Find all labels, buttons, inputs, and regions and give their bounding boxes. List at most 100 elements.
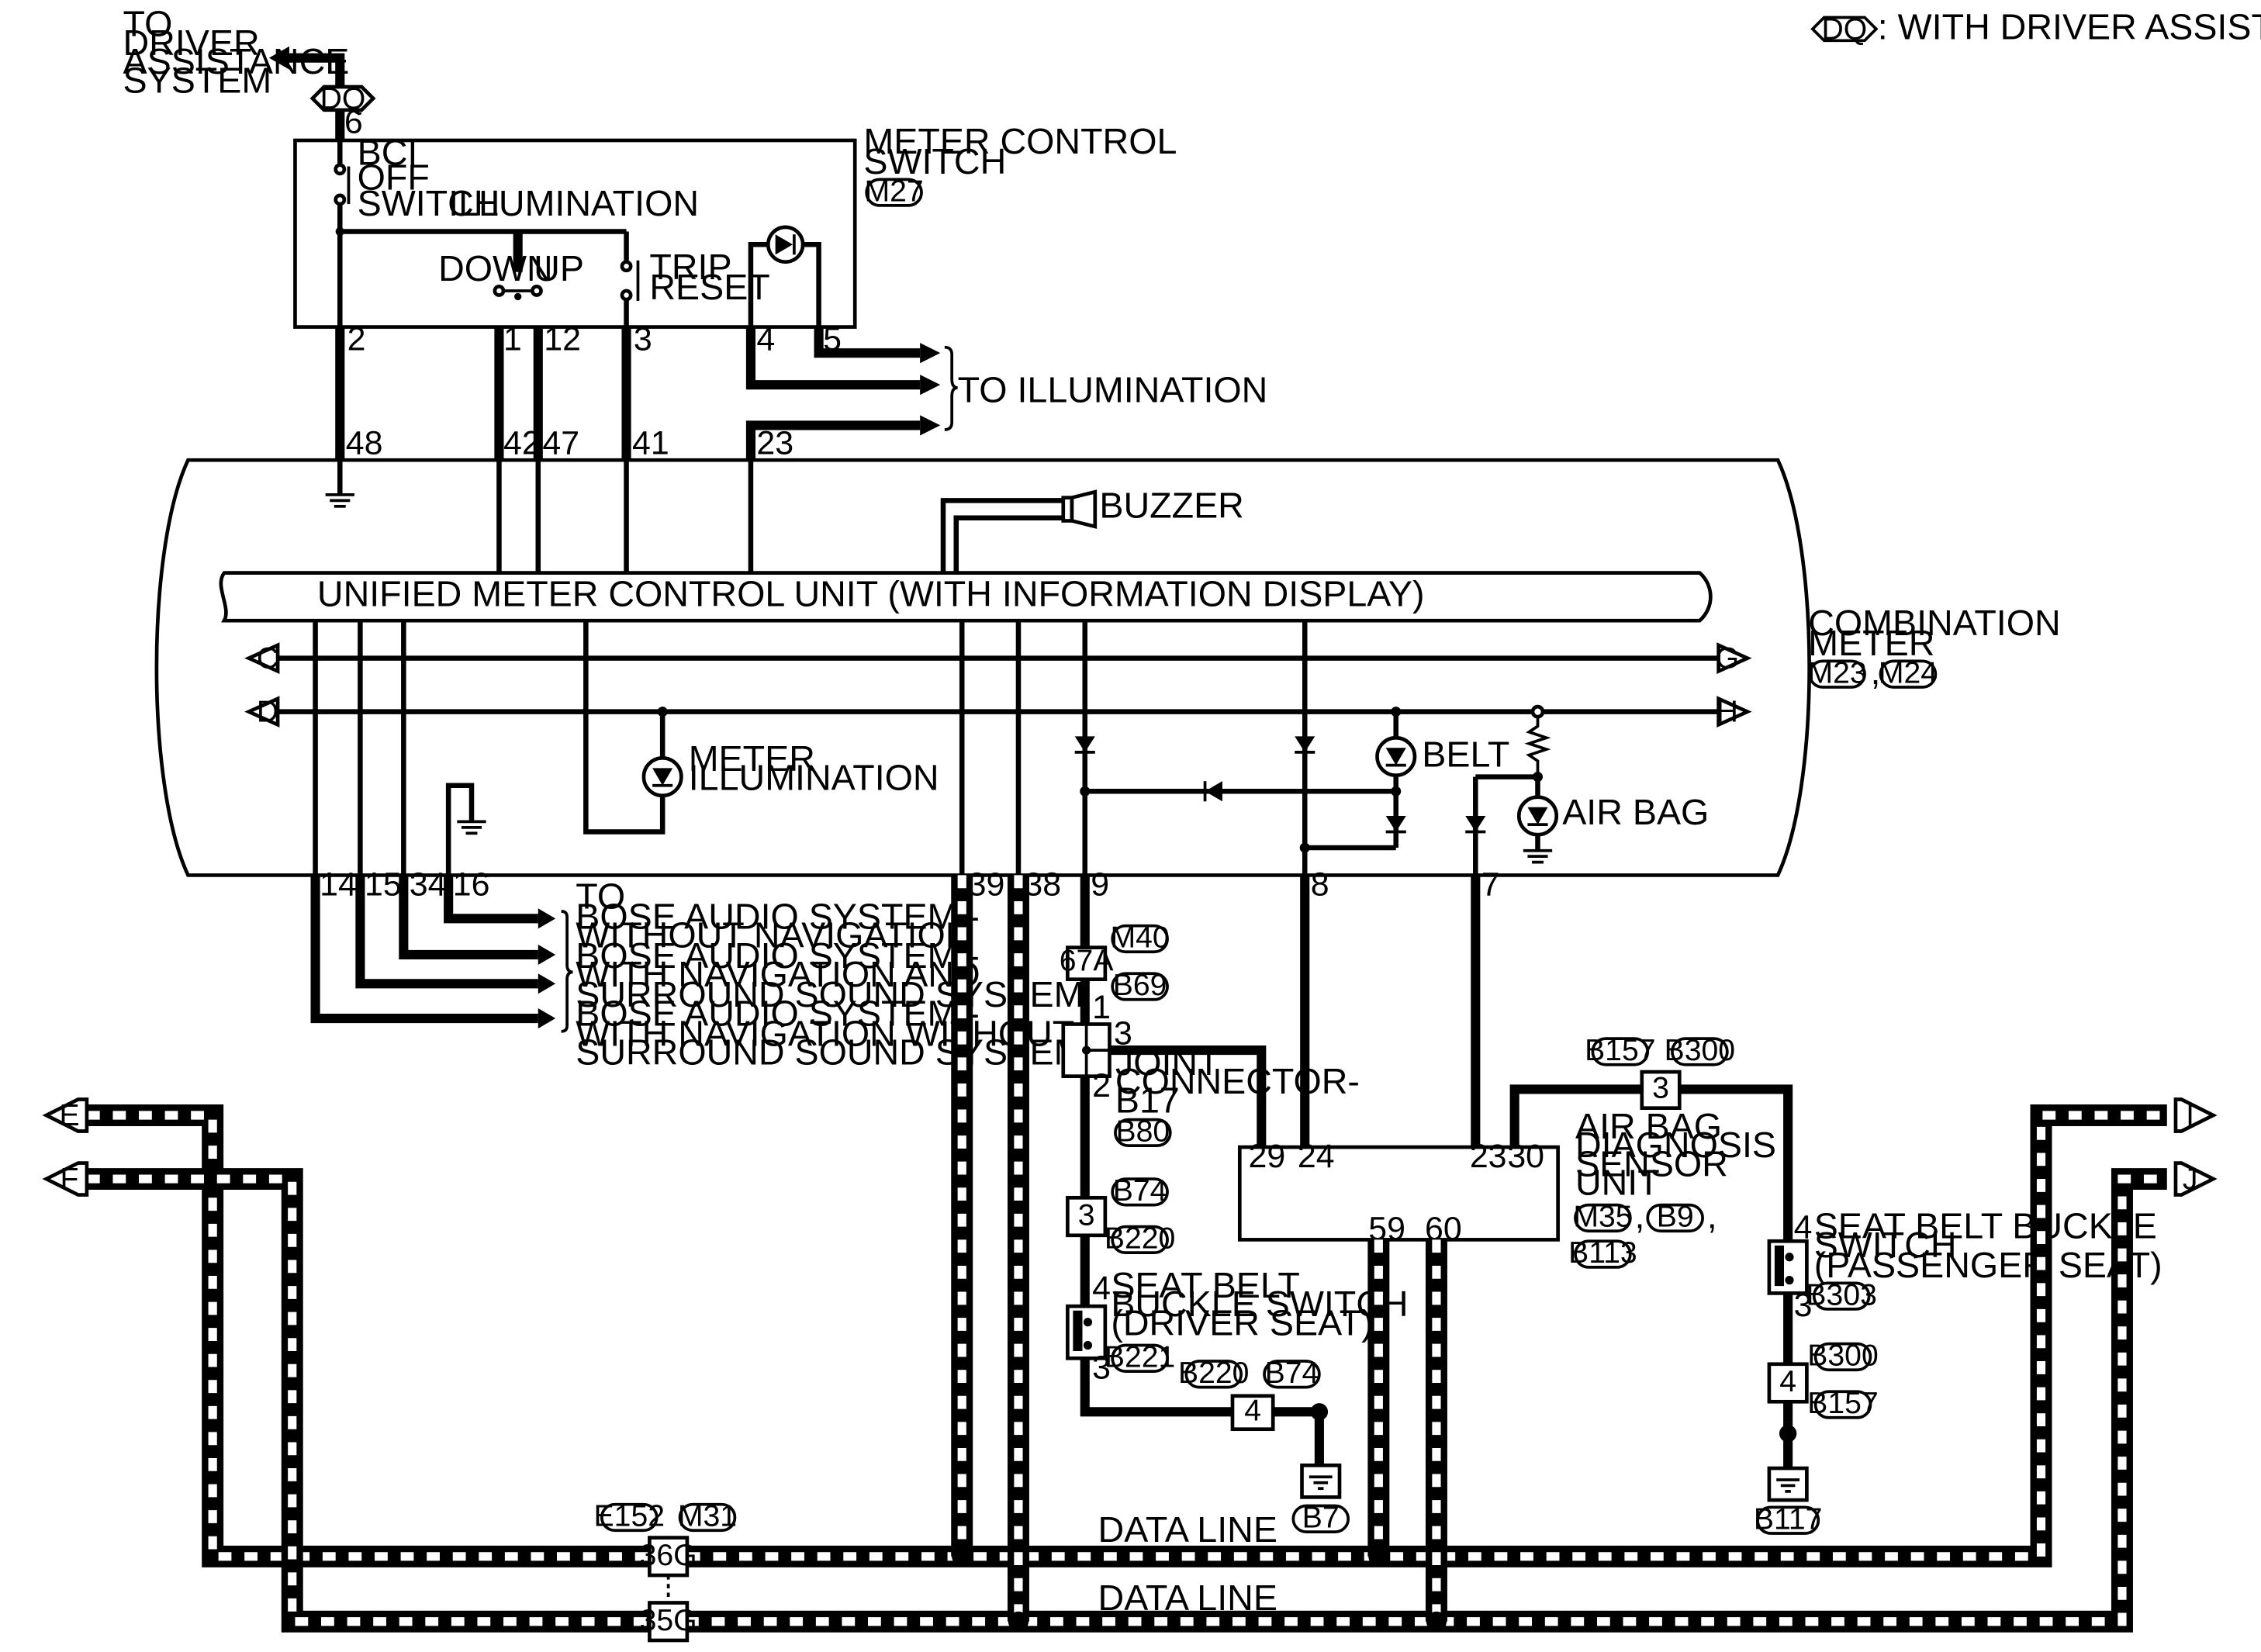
svg-text:16: 16 — [453, 866, 490, 904]
svg-text:H: H — [1716, 696, 1738, 729]
svg-text:SENSOR: SENSOR — [1575, 1143, 1728, 1184]
svg-text:B117: B117 — [1754, 1502, 1823, 1536]
legend: DQ : WITH DRIVER ASSISTANCE SYSTEM — [1810, 6, 2261, 47]
connector-m23 — [1808, 659, 1866, 689]
svg-text:SEAT BELT: SEAT BELT — [1111, 1265, 1300, 1305]
svg-text:24: 24 — [1298, 1138, 1335, 1175]
svg-text:ILLUMINATION: ILLUMINATION — [448, 183, 699, 223]
svg-text:D: D — [257, 696, 278, 729]
dq-tag — [309, 85, 376, 112]
svg-text:47: 47 — [542, 425, 579, 462]
svg-text:3: 3 — [1114, 1015, 1132, 1052]
svg-text:(DRIVER SEAT): (DRIVER SEAT) — [1111, 1302, 1373, 1343]
svg-text:15: 15 — [365, 866, 402, 904]
svg-text:4: 4 — [1092, 1270, 1111, 1307]
svg-text:WITH NAVIGATION AND: WITH NAVIGATION AND — [576, 954, 980, 994]
svg-text:SWITCH: SWITCH — [358, 183, 500, 223]
svg-text:G: G — [1716, 642, 1739, 676]
svg-text:DRIVER: DRIVER — [123, 22, 260, 63]
svg-text:TRIP: TRIP — [649, 247, 731, 287]
svg-text:1: 1 — [1092, 989, 1111, 1026]
svg-text:(PASSENGER SEAT): (PASSENGER SEAT) — [1814, 1245, 2162, 1285]
offpage-f — [42, 1161, 89, 1197]
svg-text:4: 4 — [1779, 1365, 1796, 1398]
bose-audio-wires: TO BOSE AUDIO SYSTEM - WITHOUT NAVIGATIO… — [310, 875, 1084, 1073]
svg-text:4: 4 — [1244, 1395, 1261, 1428]
offpage-g — [1716, 642, 1752, 675]
ground-icon — [1523, 848, 1553, 864]
svg-text:SEAT BELT BUCKLE: SEAT BELT BUCKLE — [1814, 1206, 2157, 1246]
svg-text:TO: TO — [576, 876, 625, 916]
inline-connector-4 — [1230, 1394, 1275, 1432]
svg-text:7: 7 — [1481, 866, 1500, 904]
svg-text:M27: M27 — [864, 175, 923, 208]
resistor-icon — [1524, 717, 1551, 772]
data-lines: E F I J 36G 35G E152 M31 DATA LINE DATA … — [42, 875, 2218, 1643]
airbag-diagnosis-unit: 29 24 23 30 59 60 AIR BAG DIAGNOSIS SENS… — [1237, 875, 2162, 1536]
svg-text:B157: B157 — [1585, 1034, 1655, 1067]
combination-meter-outline — [154, 458, 1811, 877]
svg-text:ILLUMINATION: ILLUMINATION — [689, 757, 939, 797]
svg-text:48: 48 — [346, 425, 383, 462]
svg-text:B300: B300 — [1665, 1034, 1735, 1067]
svg-text:6: 6 — [344, 104, 363, 141]
svg-text:B9: B9 — [1657, 1201, 1694, 1234]
svg-text:BOSE AUDIO SYSTEM -: BOSE AUDIO SYSTEM - — [576, 993, 980, 1033]
svg-text:3: 3 — [1652, 1072, 1669, 1105]
connector-35g — [648, 1601, 690, 1643]
svg-text:2: 2 — [1092, 1067, 1111, 1104]
svg-text:3: 3 — [1092, 1349, 1111, 1386]
svg-text:B300: B300 — [1807, 1339, 1878, 1373]
svg-text:39: 39 — [968, 866, 1005, 904]
ground-icon — [325, 493, 354, 508]
svg-text:JOINT: JOINT — [1115, 1042, 1220, 1083]
svg-text:,: , — [1707, 1195, 1717, 1236]
svg-text:UNIFIED METER CONTROL UNIT (WI: UNIFIED METER CONTROL UNIT (WITH INFORMA… — [317, 574, 1425, 614]
svg-text:B113: B113 — [1568, 1236, 1637, 1270]
svg-text:SWITCH: SWITCH — [863, 141, 1006, 181]
svg-text:DIAGNOSIS: DIAGNOSIS — [1575, 1125, 1776, 1165]
svg-text:M24: M24 — [1879, 656, 1938, 689]
svg-text:METER: METER — [1808, 623, 1934, 663]
svg-text:M40: M40 — [1111, 921, 1170, 955]
diode-icon — [1205, 781, 1222, 802]
svg-text:SWITCH: SWITCH — [1814, 1225, 1957, 1265]
svg-text:41: 41 — [632, 425, 669, 462]
svg-text:E: E — [59, 1099, 79, 1132]
svg-text:B303: B303 — [1806, 1278, 1876, 1312]
svg-text:M35: M35 — [1573, 1201, 1632, 1234]
diode-icon — [1385, 815, 1406, 832]
svg-text:3: 3 — [1794, 1287, 1813, 1324]
svg-text:4: 4 — [1794, 1209, 1813, 1246]
svg-text:BUZZER: BUZZER — [1099, 486, 1243, 526]
svg-text:I: I — [2186, 1099, 2194, 1132]
svg-text:TO: TO — [123, 4, 173, 44]
svg-text:METER: METER — [689, 738, 815, 779]
svg-text:WITH NAVIGATION WITHOUT: WITH NAVIGATION WITHOUT — [576, 1013, 1074, 1053]
to-driver-assistance: TO DRIVER ASSISTANCE SYSTEM DQ 6 — [123, 4, 376, 141]
meter-control-switch: METER CONTROL SWITCH M27 BCI OFF SWITCH … — [293, 121, 1177, 358]
svg-text:B7: B7 — [1302, 1502, 1340, 1535]
svg-text:COMBINATION: COMBINATION — [1808, 603, 2060, 643]
offpage-i — [2173, 1097, 2218, 1133]
svg-text:BUCKLE SWITCH: BUCKLE SWITCH — [1111, 1284, 1408, 1324]
diode-icon — [1465, 815, 1486, 832]
svg-text:29: 29 — [1248, 1138, 1285, 1175]
svg-text:23: 23 — [756, 425, 793, 462]
ground-icon — [457, 820, 486, 835]
svg-text:B74: B74 — [1113, 1174, 1167, 1208]
svg-text:WITHOUT NAVIGATION: WITHOUT NAVIGATION — [576, 915, 971, 956]
svg-text:F: F — [61, 1163, 79, 1196]
svg-text:67A: 67A — [1060, 945, 1115, 978]
to-illumination-label: TO ILLUMINATION — [958, 370, 1268, 410]
svg-text:BOSE AUDIO SYSTEM -: BOSE AUDIO SYSTEM - — [576, 935, 980, 976]
svg-text:UP: UP — [534, 248, 584, 289]
connector-m27 — [865, 178, 923, 207]
svg-text:34: 34 — [410, 866, 447, 904]
svg-text:B17: B17 — [1115, 1080, 1180, 1120]
svg-text:SYSTEM: SYSTEM — [123, 60, 272, 100]
offpage-j — [2173, 1161, 2218, 1197]
legend-text: : WITH DRIVER ASSISTANCE SYSTEM — [1878, 6, 2261, 47]
offpage-e — [42, 1097, 89, 1133]
svg-text:BOSE AUDIO SYSTEM -: BOSE AUDIO SYSTEM - — [576, 896, 980, 936]
